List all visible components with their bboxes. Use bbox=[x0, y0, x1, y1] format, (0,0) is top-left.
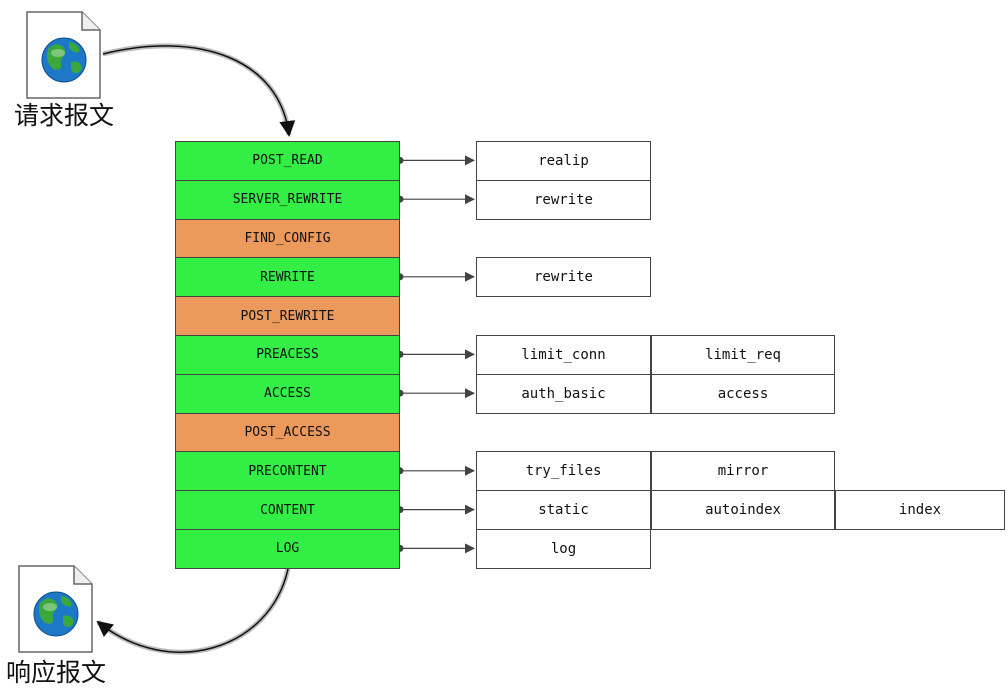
phase-content: CONTENT bbox=[175, 490, 400, 530]
module-auth-basic: auth_basic bbox=[476, 373, 651, 414]
request-flow-arrow-core bbox=[102, 45, 296, 137]
globe-icon bbox=[41, 37, 87, 83]
response-label: 响应报文 bbox=[6, 658, 107, 687]
module-rewrite: rewrite bbox=[476, 179, 651, 220]
module-limit-conn: limit_conn bbox=[476, 335, 651, 375]
phase-post-access: POST_ACCESS bbox=[175, 412, 400, 453]
module-static: static bbox=[476, 490, 651, 530]
module-mirror: mirror bbox=[651, 451, 835, 492]
module-limit-req: limit_req bbox=[651, 335, 835, 375]
module-try-files: try_files bbox=[476, 451, 651, 492]
module-log: log bbox=[476, 529, 651, 569]
module-index: index bbox=[835, 490, 1005, 530]
phase-post-read: POST_READ bbox=[175, 141, 400, 181]
phase-log: LOG bbox=[175, 529, 400, 569]
phase-server-rewrite: SERVER_REWRITE bbox=[175, 179, 400, 220]
request-flow-arrow bbox=[102, 43, 292, 136]
phase-precontent: PRECONTENT bbox=[175, 451, 400, 492]
phase-access: ACCESS bbox=[175, 373, 400, 414]
module-realip: realip bbox=[476, 141, 651, 181]
request-label: 请求报文 bbox=[14, 101, 115, 130]
phase-find-config: FIND_CONFIG bbox=[175, 218, 400, 259]
module-rewrite: rewrite bbox=[476, 257, 651, 298]
phase-rewrite: REWRITE bbox=[175, 257, 400, 298]
module-access: access bbox=[651, 373, 835, 414]
response-flow-arrow-core bbox=[96, 568, 289, 653]
phase-post-rewrite: POST_REWRITE bbox=[175, 296, 400, 336]
globe-icon bbox=[33, 591, 79, 637]
response-document-icon bbox=[18, 565, 93, 653]
phase-preacess: PREACESS bbox=[175, 335, 400, 375]
request-document-icon bbox=[26, 11, 101, 99]
module-autoindex: autoindex bbox=[651, 490, 835, 530]
